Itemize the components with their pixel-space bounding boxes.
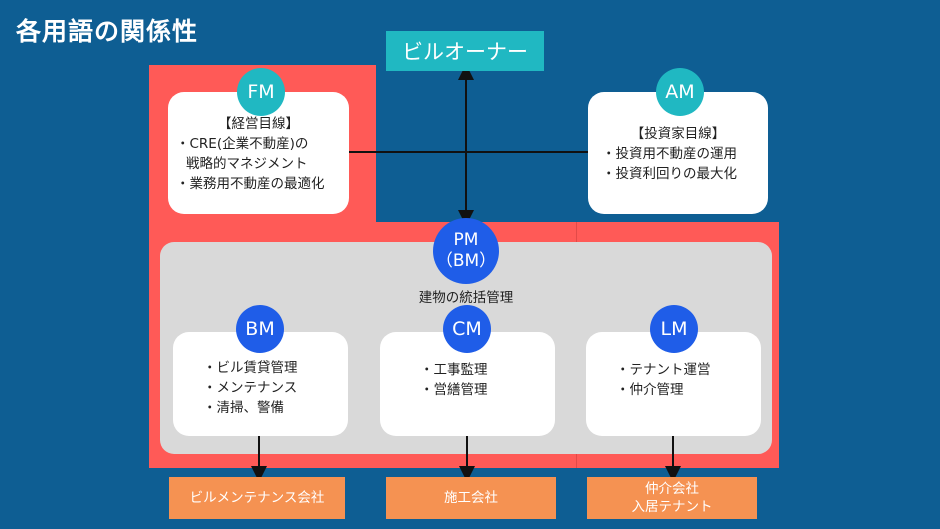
- output-label: 入居テナント: [631, 499, 713, 515]
- am-line: ・投資利回りの最大化: [602, 166, 737, 182]
- brokerage-tenant-box: 仲介会社 入居テナント: [587, 477, 757, 519]
- output-label: ビルメンテナンス会社: [189, 490, 325, 506]
- pm-label: PM: [453, 230, 479, 250]
- lm-badge: LM: [650, 305, 698, 353]
- am-line: ・投資用不動産の運用: [602, 146, 737, 162]
- output-label: 仲介会社: [645, 481, 699, 497]
- cm-badge: CM: [443, 305, 491, 353]
- cm-card: ・工事監理 ・営繕管理: [380, 332, 555, 436]
- fm-badge: FM: [237, 68, 285, 116]
- building-maintenance-company-box: ビルメンテナンス会社: [169, 477, 345, 519]
- construction-company-box: 施工会社: [386, 477, 556, 519]
- am-badge: AM: [656, 68, 704, 116]
- output-label: 施工会社: [444, 490, 498, 506]
- bm-line: ・清掃、警備: [203, 400, 284, 416]
- fm-heading: 【経営目線】: [218, 116, 299, 132]
- am-heading: 【投資家目線】: [630, 126, 726, 142]
- fm-card: 【経営目線】 ・CRE(企業不動産)の 戦略的マネジメント ・業務用不動産の最適…: [168, 92, 349, 214]
- cm-line: ・営繕管理: [420, 382, 488, 398]
- bm-card: ・ビル賃貸管理 ・メンテナンス ・清掃、警備: [173, 332, 348, 436]
- lm-line: ・仲介管理: [616, 382, 684, 398]
- pm-caption: 建物の統括管理: [418, 290, 514, 306]
- page-title: 各用語の関係性: [16, 17, 199, 46]
- lm-line: ・テナント運営: [616, 362, 711, 378]
- bm-badge: BM: [236, 305, 284, 353]
- cm-line: ・工事監理: [420, 362, 488, 378]
- fm-line: ・業務用不動産の最適化: [176, 176, 325, 192]
- pm-sub-label: （BM）: [435, 251, 497, 271]
- fm-line: ・CRE(企業不動産)の: [176, 136, 309, 152]
- fm-line: 戦略的マネジメント: [186, 156, 308, 172]
- bm-line: ・ビル賃貸管理: [203, 360, 298, 376]
- building-owner-box: ビルオーナー: [386, 31, 544, 71]
- bm-line: ・メンテナンス: [203, 380, 298, 396]
- pm-badge: PM （BM）: [433, 218, 499, 284]
